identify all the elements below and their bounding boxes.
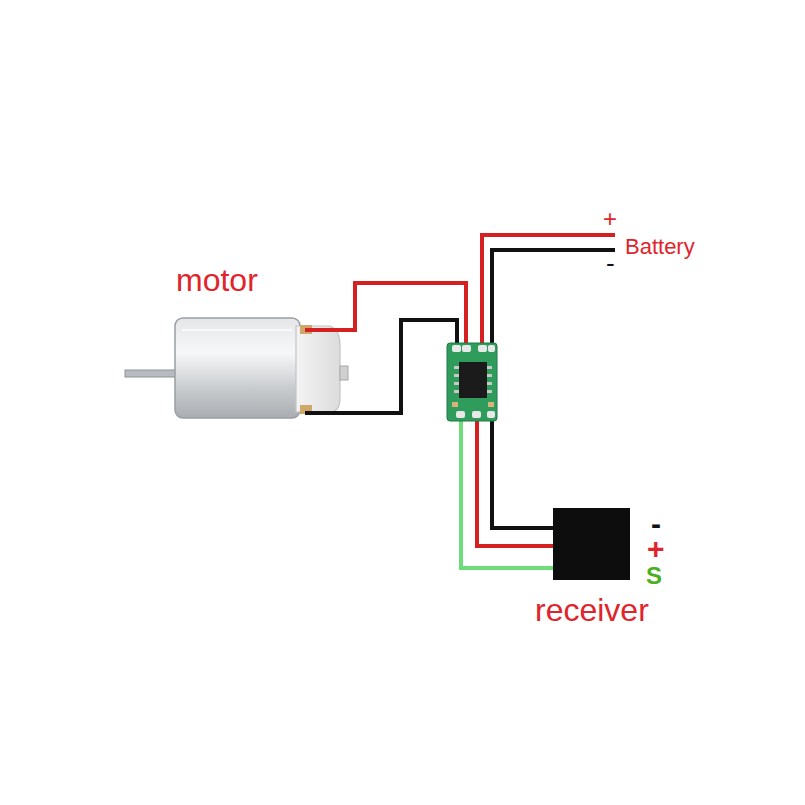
battery-wire-black bbox=[492, 250, 615, 348]
receiver-wire-red bbox=[477, 418, 555, 546]
pin-name: + bbox=[647, 534, 665, 564]
motor-bearing bbox=[340, 366, 348, 380]
receiver-box: receiver bbox=[553, 508, 630, 580]
motor-can bbox=[175, 318, 300, 418]
battery-label: Battery bbox=[625, 236, 695, 258]
polarity-mark: + bbox=[603, 207, 617, 231]
smd-part bbox=[488, 402, 494, 407]
receiver-body bbox=[553, 508, 630, 580]
board-pads bbox=[452, 345, 495, 418]
motor-endcap bbox=[296, 326, 340, 412]
motor-wire-red bbox=[305, 283, 466, 348]
smd-part bbox=[452, 402, 458, 407]
driver-chip bbox=[459, 362, 487, 398]
pin-name: S bbox=[646, 564, 662, 588]
polarity-mark: - bbox=[606, 250, 615, 276]
part-name: motor bbox=[176, 264, 258, 296]
motor-part: motor bbox=[176, 264, 258, 296]
motor-highlight bbox=[182, 329, 292, 331]
esc-board bbox=[447, 343, 497, 421]
motor-shaft bbox=[125, 370, 180, 377]
receiver-wire-signal bbox=[461, 418, 555, 568]
battery-wire-red bbox=[482, 235, 615, 348]
motor-wire-black bbox=[305, 320, 457, 413]
receiver-wire-black bbox=[492, 418, 555, 528]
part-name: receiver bbox=[535, 594, 649, 626]
